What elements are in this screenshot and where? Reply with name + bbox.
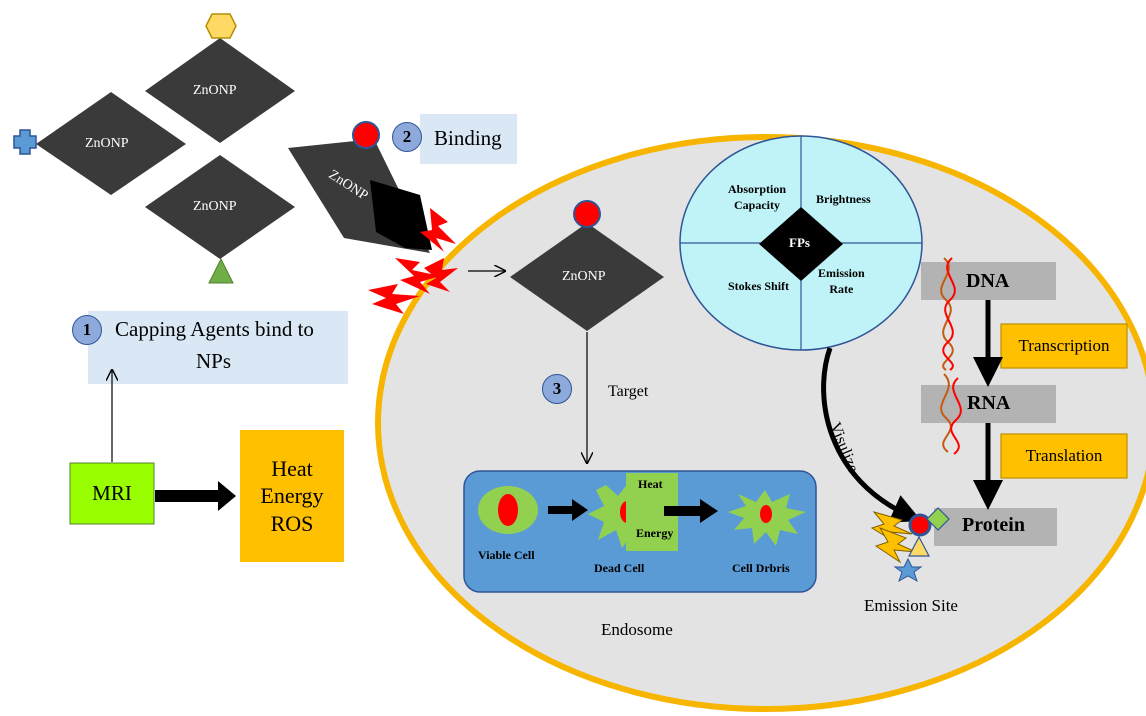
heat-energy-ros-box (240, 430, 344, 562)
fp-quadrant-emission-rate: Emission Rate (818, 266, 865, 297)
fp-center-diamond (759, 207, 843, 281)
red-lightning-icon (424, 258, 458, 292)
visualize-arrow (821, 347, 922, 523)
green-diamond-icon (926, 507, 950, 531)
mri-output-arrow (155, 481, 236, 511)
transcription-label: Transcription (1018, 336, 1110, 355)
transcription-box (1000, 323, 1128, 369)
red-ligand-icon (352, 121, 380, 149)
mri-label: MRI (92, 481, 132, 505)
step-2-label: Binding (434, 126, 502, 150)
output-ros: ROS (270, 510, 314, 536)
znonp-diamond-top (145, 38, 295, 143)
emission-line: Emission (818, 266, 865, 280)
znonp-label-left: ZnONP (85, 136, 129, 151)
emission-receptor-icon (908, 513, 932, 537)
rna-strand-icon (940, 373, 952, 453)
dna-label: DNA (966, 270, 1010, 292)
hexagon-capping-icon (205, 13, 237, 39)
cross-capping-icon (13, 129, 37, 155)
znonp-diamond-left (36, 92, 186, 195)
step-2-badge: 2 (392, 122, 422, 152)
znonp-label-bottom: ZnONP (193, 199, 237, 214)
protein-label: Protein (962, 514, 1025, 536)
binding-label-box (420, 114, 517, 164)
binding-arrow-shape (370, 180, 432, 250)
fp-quadrant-stokes-shift: Stokes Shift (728, 279, 790, 293)
rna-label: RNA (967, 392, 1011, 414)
heat-energy-ros-text: Heat Energy ROS (240, 430, 344, 562)
step-1-label-line2: NPs (196, 349, 232, 373)
fp-center-label: FPs (789, 235, 810, 250)
endosome-label: Endosome (601, 620, 673, 639)
step-1-badge: 1 (72, 315, 102, 345)
dead-to-debris-arrow (664, 499, 718, 523)
emission-site-label: Emission Site (864, 596, 958, 615)
blue-star-icon (893, 557, 923, 583)
yellow-lightning-icon (874, 527, 917, 564)
viable-cell-label: Viable Cell (478, 548, 535, 562)
dna-strand-icon (942, 257, 956, 371)
output-heat: Heat (271, 455, 313, 481)
yellow-triangle-icon (908, 535, 930, 557)
red-lightning-icon (420, 208, 456, 252)
translation-box (1000, 433, 1128, 479)
rate-line: Rate (829, 281, 854, 296)
rna-strand-icon (950, 377, 962, 455)
mri-box (69, 462, 155, 525)
znonp-diamond-bottom (145, 155, 295, 259)
znonp-label-top: ZnONP (193, 83, 237, 98)
cell-debris-label: Cell Drbris (732, 561, 790, 575)
znonp-internal-diamond (510, 223, 664, 331)
nucleus-shape (760, 505, 772, 523)
znonp-label-internal: ZnONP (562, 269, 606, 284)
nucleus-shape (498, 494, 518, 526)
triangle-capping-icon (208, 257, 234, 284)
fp-quadrant-absorption: Absorption Capacity (728, 182, 786, 213)
energy-label: Energy (636, 526, 674, 540)
step-3-label: Target (608, 383, 649, 400)
step-3-badge: 3 (542, 374, 572, 404)
step-1-label: Capping Agents bind to (115, 317, 314, 341)
red-lightning-icon (395, 258, 440, 294)
output-energy: Energy (260, 483, 324, 509)
dead-cell-label: Dead Cell (594, 561, 645, 575)
heat-label: Heat (638, 477, 663, 491)
red-lightning-icon (368, 284, 420, 314)
viable-to-dead-arrow (548, 499, 588, 521)
red-ligand-icon (573, 200, 601, 228)
capacity-line: Capacity (734, 197, 780, 212)
capping-label-box (88, 311, 348, 384)
translation-label: Translation (1025, 446, 1103, 465)
absorption-line: Absorption (728, 182, 787, 196)
fp-quadrant-brightness: Brightness (816, 192, 871, 206)
protein-box (934, 508, 1057, 546)
